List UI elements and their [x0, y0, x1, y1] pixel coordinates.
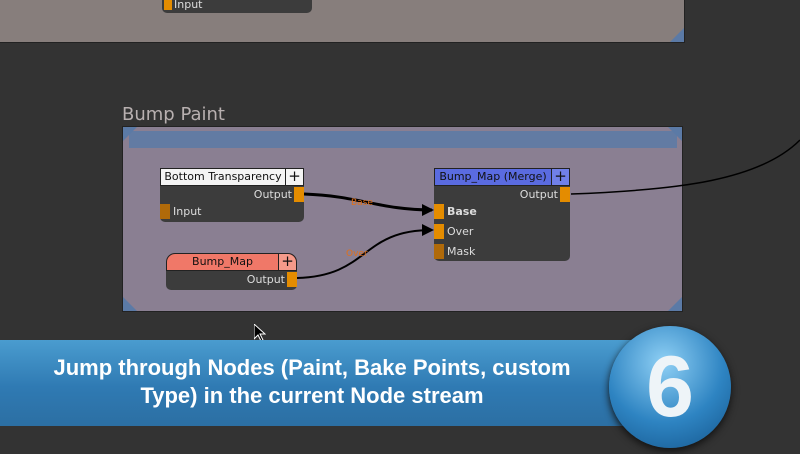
input-port-mask[interactable] [434, 244, 444, 259]
resize-handle[interactable] [668, 297, 682, 311]
node-title: Bump_Map (Merge) [439, 170, 547, 183]
backdrop-header[interactable] [129, 131, 677, 148]
node-title: Bottom Transparency [164, 170, 282, 183]
input-label: Input [174, 0, 203, 11]
add-button[interactable]: + [278, 254, 296, 270]
step-number-badge: 6 [609, 326, 731, 448]
step-number: 6 [646, 339, 694, 435]
node-bump-map-merge[interactable]: Bump_Map (Merge) + Output Base Over Mask [434, 168, 570, 261]
output-port[interactable] [287, 272, 297, 287]
arrow-icon [422, 204, 434, 216]
output-port[interactable] [560, 187, 570, 202]
node-bump-map[interactable]: Bump_Map + Output [166, 253, 297, 290]
input-label: Mask [447, 245, 476, 258]
resize-handle[interactable] [123, 297, 137, 311]
connection-base[interactable] [303, 192, 433, 212]
add-button[interactable]: + [551, 169, 569, 185]
output-label: Output [246, 273, 285, 286]
caption-text: Jump through Nodes (Paint, Bake Points, … [53, 355, 571, 408]
node-header[interactable]: Bump_Map (Merge) + [434, 168, 570, 186]
connection-label: Base [351, 198, 373, 208]
top-node[interactable]: Input [162, 0, 312, 13]
top-backdrop[interactable]: Input [0, 0, 685, 43]
output-label: Output [519, 188, 558, 201]
caption-banner: Jump through Nodes (Paint, Bake Points, … [0, 340, 645, 426]
output-port[interactable] [294, 187, 304, 202]
node-header[interactable]: Bump_Map + [166, 253, 297, 271]
node-bottom-transparency[interactable]: Bottom Transparency + Output Input [160, 168, 304, 222]
backdrop-title: Bump Paint [122, 104, 225, 125]
input-port-over[interactable] [434, 224, 444, 239]
input-port[interactable] [164, 0, 172, 10]
resize-handle[interactable] [668, 127, 682, 141]
resize-handle[interactable] [670, 28, 684, 42]
arrow-icon [422, 224, 434, 236]
input-port[interactable] [160, 204, 170, 219]
node-header[interactable]: Bottom Transparency + [160, 168, 304, 186]
node-title: Bump_Map [192, 255, 253, 268]
input-label: Over [447, 225, 474, 238]
output-label: Output [253, 188, 292, 201]
input-port-base[interactable] [434, 204, 444, 219]
connection-label: Over [346, 249, 368, 259]
add-button[interactable]: + [285, 169, 303, 185]
resize-handle[interactable] [123, 127, 137, 141]
input-label: Input [173, 205, 202, 218]
connection-over[interactable] [296, 229, 433, 279]
connection-output[interactable] [570, 139, 800, 195]
input-label: Base [447, 205, 477, 218]
